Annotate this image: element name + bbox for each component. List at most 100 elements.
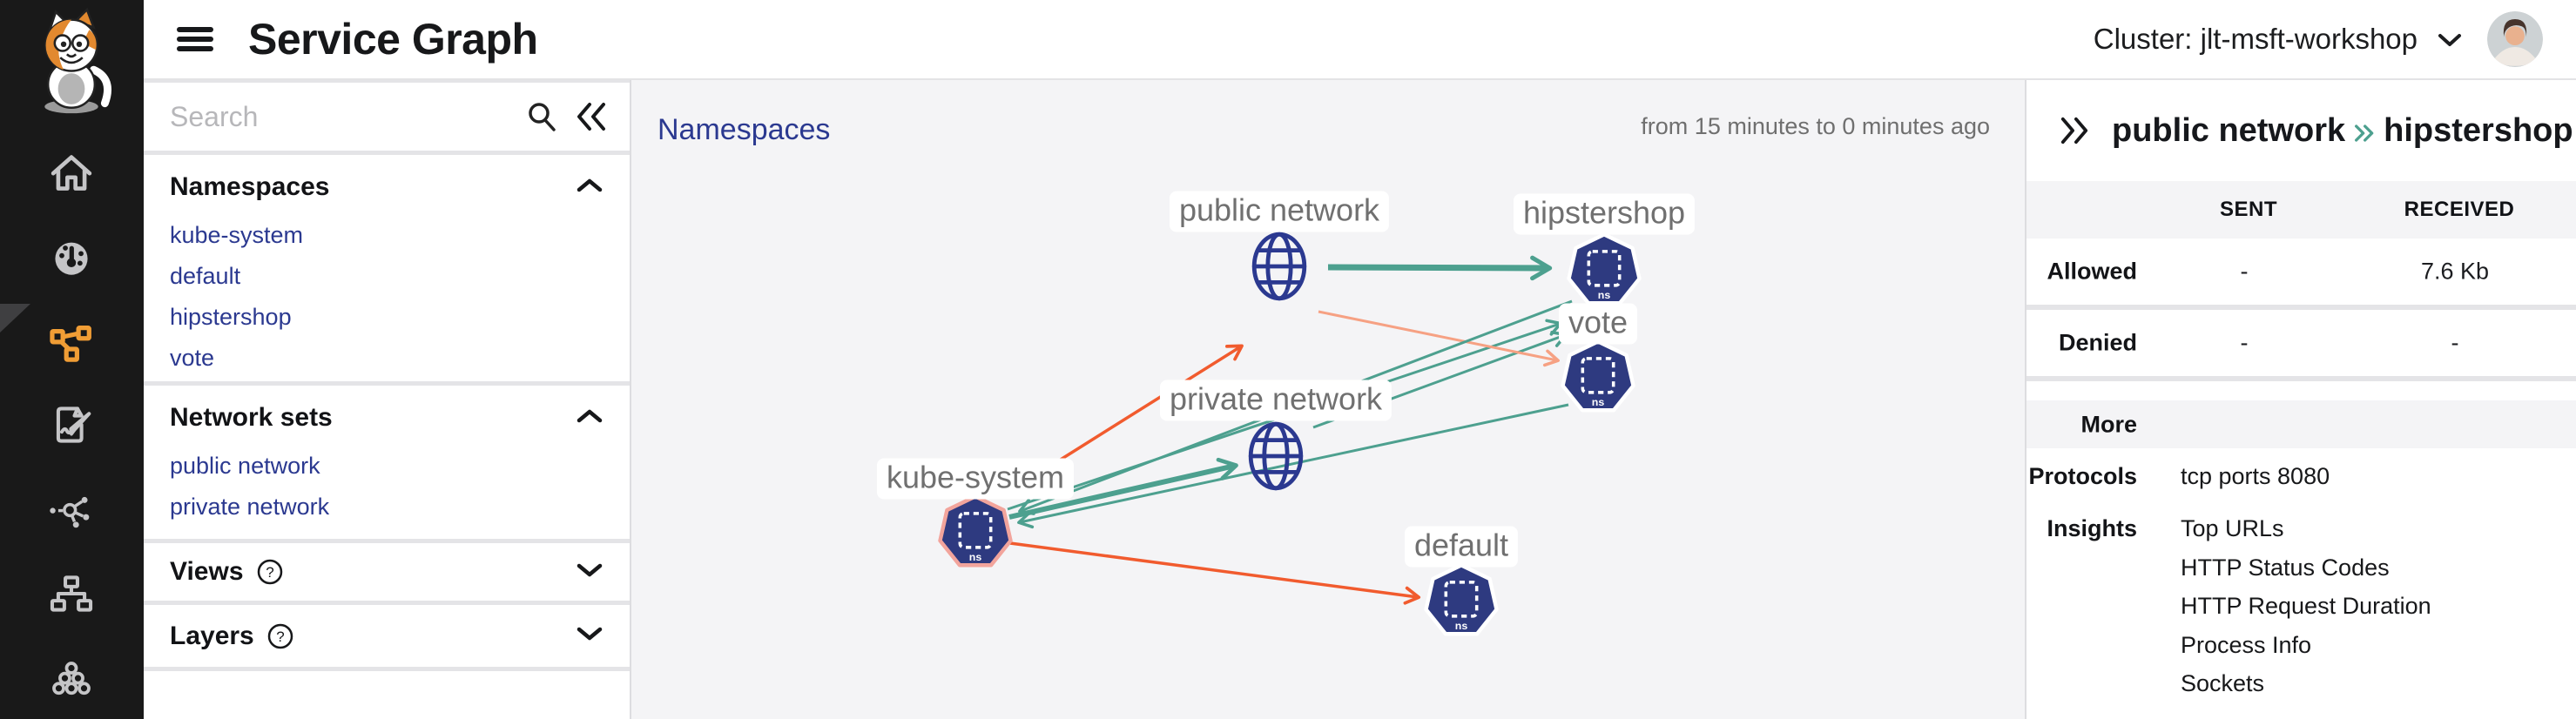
rail-policy-editor-icon[interactable] <box>46 400 97 450</box>
rail-connections-icon[interactable] <box>46 485 97 535</box>
rail-wedge-decoration <box>0 304 30 333</box>
divider <box>2026 305 2576 310</box>
column-header-sent: SENT <box>2219 198 2278 221</box>
rail-clusters-icon[interactable] <box>46 652 97 702</box>
time-range-label: from 15 minutes to 0 minutes ago <box>1641 113 1990 139</box>
graph-edge-vote-to-kube-system[interactable] <box>1017 403 1569 529</box>
graph-node-vote[interactable]: ns <box>1558 338 1638 418</box>
svg-text:?: ? <box>276 628 284 645</box>
user-avatar[interactable] <box>2487 11 2543 67</box>
breadcrumb-source: public network <box>2112 111 2346 149</box>
graph-node-label-hipstershop: hipstershop <box>1513 193 1696 235</box>
svg-text:ns: ns <box>1592 396 1605 408</box>
sidebar-item-hipstershop[interactable]: hipstershop <box>170 304 292 330</box>
svg-text:ns: ns <box>969 551 982 563</box>
insight-item-sockets: Sockets <box>2181 670 2265 696</box>
top-bar: Service Graph Cluster: jlt-msft-workshop <box>144 0 2576 80</box>
graph-node-default[interactable]: ns <box>1421 561 1501 642</box>
insight-item-process-info: Process Info <box>2181 631 2312 658</box>
section-header-views[interactable]: Views ? <box>144 543 630 601</box>
chevron-up-icon[interactable] <box>576 177 604 198</box>
search-icon[interactable] <box>525 100 558 133</box>
graph-edge-public-network-to-hipstershop[interactable] <box>1327 255 1553 281</box>
service-graph-canvas: public network hipstershop ns vote ns private… <box>630 80 2026 719</box>
icon-rail <box>0 0 144 719</box>
page-title: Service Graph <box>248 15 538 64</box>
graph-node-hipstershop[interactable]: ns <box>1564 231 1644 311</box>
rail-service-graph-icon[interactable] <box>46 318 97 368</box>
sidebar-section-views: Views ? <box>144 543 630 601</box>
svg-text:?: ? <box>266 564 273 581</box>
spacer <box>2026 381 2576 400</box>
hamburger-menu-icon[interactable] <box>175 24 215 55</box>
graph-node-kube-system[interactable]: ns <box>935 493 1015 573</box>
traffic-table-header: SENT RECEIVED <box>2026 181 2576 239</box>
rail-hierarchy-icon[interactable] <box>46 568 97 619</box>
sidebar-section-layers: Layers ? <box>144 605 630 667</box>
chevron-up-icon[interactable] <box>576 407 604 429</box>
sidebar: Namespaces kube-system default hipstershop… <box>144 80 630 719</box>
sidebar-item-public-network[interactable]: public network <box>170 453 320 479</box>
graph-node-label-public-network: public network <box>1169 191 1390 232</box>
svg-text:ns: ns <box>1598 289 1611 301</box>
divider <box>2026 376 2576 381</box>
graph-node-private-network[interactable] <box>1241 413 1311 499</box>
collapse-sidebar-icon[interactable] <box>574 101 609 132</box>
chevron-down-icon <box>2437 23 2463 56</box>
row-label: Denied <box>2058 329 2137 356</box>
graph-node-label-kube-system: kube-system <box>876 458 1075 500</box>
section-header-namespaces[interactable]: Namespaces <box>144 155 630 202</box>
help-icon[interactable]: ? <box>266 622 294 650</box>
insight-item-top-urls: Top URLs <box>2181 515 2284 541</box>
received-value: - <box>2451 329 2459 356</box>
sidebar-item-private-network[interactable]: private network <box>170 494 330 520</box>
insight-item-http-status-codes: HTTP Status Codes <box>2181 554 2390 581</box>
search-bar <box>144 83 630 151</box>
collapse-panel-icon[interactable] <box>2058 116 2091 145</box>
row-label: Allowed <box>2047 258 2137 285</box>
sidebar-item-default[interactable]: default <box>170 263 241 289</box>
column-header-received: RECEIVED <box>2404 198 2515 221</box>
protocols-value: tcp ports 8080 <box>2181 463 2330 489</box>
search-input[interactable] <box>170 100 509 133</box>
protocols-label: Protocols <box>2028 463 2137 489</box>
more-section-header[interactable]: More <box>2026 400 2576 448</box>
graph-node-label-private-network: private network <box>1159 380 1393 421</box>
sidebar-section-namespaces: Namespaces kube-system default hipstershop… <box>144 155 630 381</box>
help-icon[interactable]: ? <box>256 558 284 586</box>
otter-logo <box>16 5 127 117</box>
traffic-row-allowed: Allowed - 7.6 Kb <box>2026 239 2576 305</box>
sidebar-item-kube-system[interactable]: kube-system <box>170 222 304 248</box>
chevron-down-icon[interactable] <box>576 561 604 583</box>
graph-edge-kube-system-to-private-network[interactable] <box>1008 457 1238 520</box>
traffic-row-denied: Denied - - <box>2026 310 2576 376</box>
insights-label: Insights <box>2047 515 2137 541</box>
insight-item-http-request-duration: HTTP Request Duration <box>2181 593 2431 619</box>
chevron-down-icon[interactable] <box>576 625 604 647</box>
graph-edge-kube-system-to-default[interactable] <box>1009 541 1421 605</box>
protocols-row: Protocols tcp ports 8080 <box>2026 459 2576 494</box>
sidebar-item-vote[interactable]: vote <box>170 345 215 371</box>
breadcrumb: public network hipstershop <box>2112 112 2573 150</box>
breadcrumb-target: hipstershop <box>2384 111 2573 149</box>
section-header-layers[interactable]: Layers ? <box>144 605 630 667</box>
edge-details-panel: public network hipstershop SENT RECEIVED… <box>2026 80 2576 719</box>
double-chevron-right-icon <box>2352 123 2377 144</box>
graph-node-public-network[interactable] <box>1244 224 1314 309</box>
sent-value: - <box>2240 329 2249 356</box>
graph-edge-public-network-to-vote[interactable] <box>1318 310 1560 367</box>
cluster-selector[interactable]: Cluster: jlt-msft-workshop <box>2094 23 2463 56</box>
graph-view-title: Namespaces <box>657 113 831 146</box>
sidebar-filler <box>144 671 630 719</box>
section-header-network-sets[interactable]: Network sets <box>144 386 630 433</box>
graph-node-label-default: default <box>1404 526 1519 568</box>
cluster-label: Cluster: jlt-msft-workshop <box>2093 23 2418 55</box>
rail-dashboard-icon[interactable] <box>46 232 97 283</box>
sent-value: - <box>2240 258 2249 285</box>
rail-home-icon[interactable] <box>46 147 97 198</box>
sidebar-section-network-sets: Network sets public network private netwo… <box>144 386 630 539</box>
graph-node-label-vote: vote <box>1558 303 1638 345</box>
received-value: 7.6 Kb <box>2420 258 2490 285</box>
svg-text:ns: ns <box>1455 620 1468 632</box>
